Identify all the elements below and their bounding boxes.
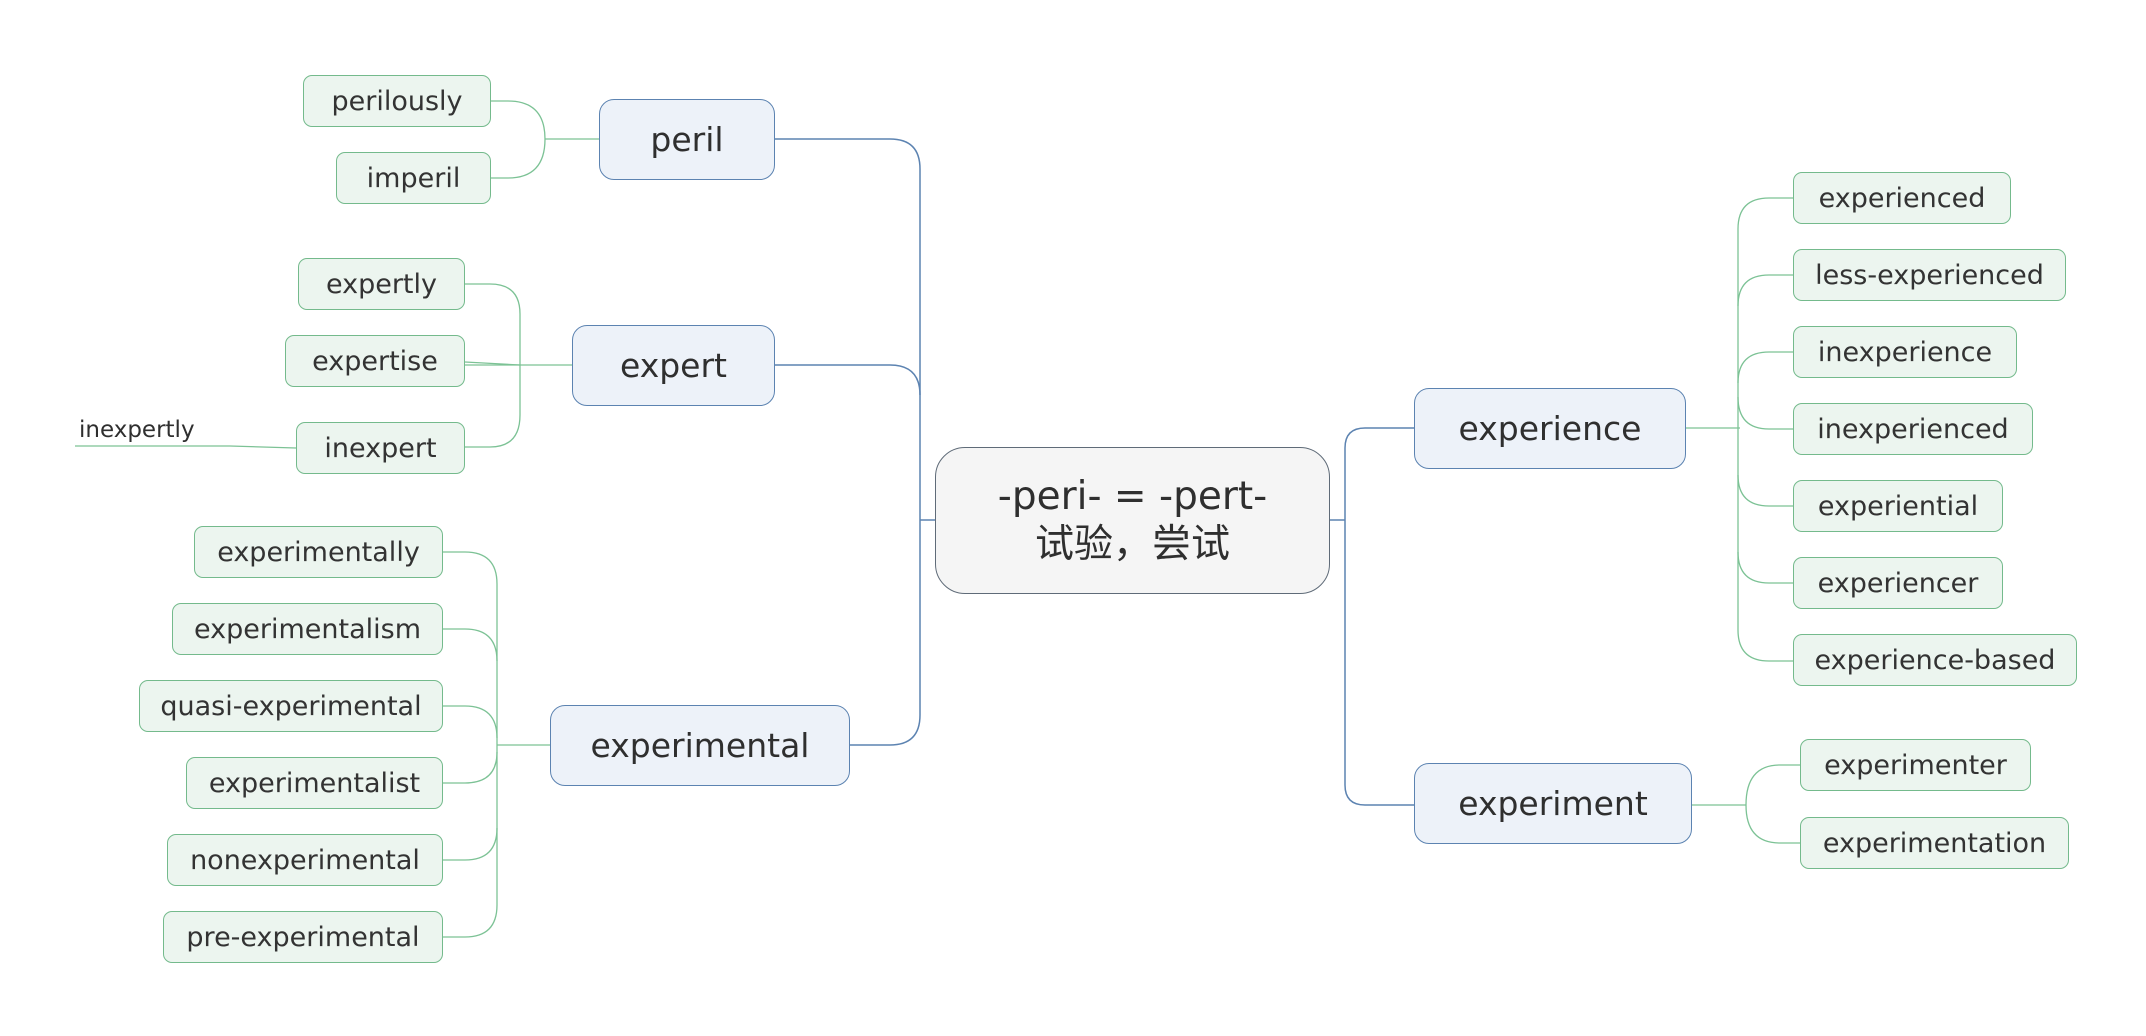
leaf-nonexperimental[interactable]: nonexperimental bbox=[167, 834, 443, 886]
leaf-expertise[interactable]: expertise bbox=[285, 335, 465, 387]
leaf-experimentalist[interactable]: experimentalist bbox=[186, 757, 443, 809]
root-title: -peri- = -pert- bbox=[997, 473, 1268, 519]
leaf-lines bbox=[75, 100, 1800, 938]
branch-experiment[interactable]: experiment bbox=[1414, 763, 1692, 844]
branch-expert[interactable]: expert bbox=[572, 325, 775, 406]
leaf-inexperienced[interactable]: inexperienced bbox=[1793, 403, 2033, 455]
leaf-expertly[interactable]: expertly bbox=[298, 258, 465, 310]
branch-experimental[interactable]: experimental bbox=[550, 705, 850, 786]
leaf-experimentalism[interactable]: experimentalism bbox=[172, 603, 443, 655]
leaf-quasi-experimental[interactable]: quasi-experimental bbox=[139, 680, 443, 732]
leaf-experiencer[interactable]: experiencer bbox=[1793, 557, 2003, 609]
leaf-experienced[interactable]: experienced bbox=[1793, 172, 2011, 224]
root-topic[interactable]: -peri- = -pert- 试验，尝试 bbox=[935, 447, 1330, 594]
leaf-experimentally[interactable]: experimentally bbox=[194, 526, 443, 578]
leaf-perilously[interactable]: perilously bbox=[303, 75, 491, 127]
leaf-experiential[interactable]: experiential bbox=[1793, 480, 2003, 532]
leaf-inexpert[interactable]: inexpert bbox=[296, 422, 465, 474]
leaf-inexperience[interactable]: inexperience bbox=[1793, 326, 2017, 378]
leaf-experimenter[interactable]: experimenter bbox=[1800, 739, 2031, 791]
main-branch-lines bbox=[775, 138, 1414, 806]
leaf-pre-experimental[interactable]: pre-experimental bbox=[163, 911, 443, 963]
branch-peril[interactable]: peril bbox=[599, 99, 775, 180]
leaf-experimentation[interactable]: experimentation bbox=[1800, 817, 2069, 869]
leaf-imperil[interactable]: imperil bbox=[336, 152, 491, 204]
root-subtitle: 试验，尝试 bbox=[1034, 521, 1230, 567]
leaf-experience-based[interactable]: experience-based bbox=[1793, 634, 2077, 686]
leaf-less-experienced[interactable]: less-experienced bbox=[1793, 249, 2066, 301]
branch-experience[interactable]: experience bbox=[1414, 388, 1686, 469]
subtopic-inexpertly[interactable]: inexpertly bbox=[79, 417, 195, 443]
